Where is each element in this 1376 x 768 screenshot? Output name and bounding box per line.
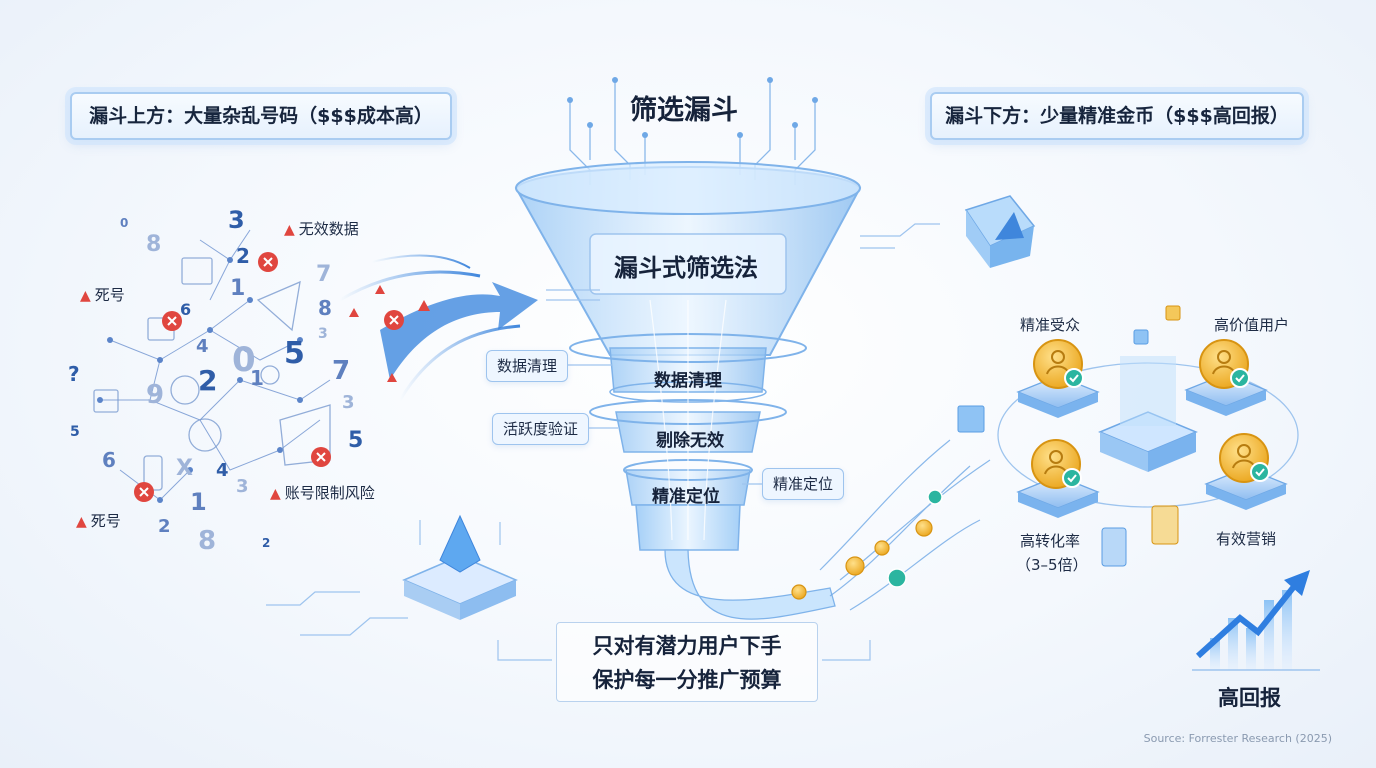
scattered-number: 6 [102,448,116,472]
warning-dead-number-1: ▲死号 [80,284,125,305]
scattered-number: 2 [262,536,271,550]
scattered-number: X [176,456,193,481]
header-bottom-of-funnel: 漏斗下方：少量精准金币（$$$高回报） [930,92,1304,140]
label-effective-marketing: 有效营销 [1216,530,1277,548]
funnel-ring-label-3: 精准定位 [652,487,720,507]
scattered-number: 2 [198,364,218,397]
scattered-number: 8 [146,232,162,257]
scattered-number: 3 [342,392,355,413]
scattered-number: 4 [196,336,209,357]
warning-dead-number-1-text: 死号 [94,286,125,304]
scattered-number: 5 [348,428,364,453]
summary-box: 只对有潜力用户下手 保护每一分推广预算 [556,622,818,702]
scattered-number: 2 [158,516,171,537]
diagram-title: 筛选漏斗 [630,95,738,126]
scattered-number: 3 [228,206,245,234]
warning-icon: ▲ [80,288,91,304]
scattered-number: 1 [230,276,246,301]
scattered-number: 2 [236,244,250,268]
side-pill-precise-targeting: 精准定位 [762,468,845,500]
summary-line-1: 只对有潜力用户下手 [592,634,782,658]
label-multiplier: （3–5倍） [1016,556,1088,574]
label-high-value-user: 高价值用户 [1214,316,1290,334]
warning-invalid-data: ▲无效数据 [284,218,359,239]
scattered-number: 7 [316,262,332,287]
warning-dead-number-2-text: 死号 [90,512,121,530]
summary-line-2: 保护每一分推广预算 [592,668,782,692]
warning-account-limit: ▲账号限制风险 [270,482,375,503]
header-top-of-funnel: 漏斗上方：大量杂乱号码（$$$成本高） [70,92,452,140]
header-top-of-funnel-text: 漏斗上方：大量杂乱号码（$$$成本高） [89,105,433,127]
scattered-number: 4 [216,460,229,481]
warning-dead-number-2: ▲死号 [76,510,121,531]
scattered-number: 5 [70,424,80,440]
scattered-number: 3 [236,476,249,497]
warning-invalid-data-text: 无效数据 [298,220,359,238]
high-return-label: 高回报 [1218,686,1281,710]
scattered-number: 6 [180,300,192,319]
scattered-number: 3 [318,326,328,342]
header-bottom-of-funnel-text: 漏斗下方：少量精准金币（$$$高回报） [945,105,1289,127]
side-pill-activity-check: 活跃度验证 [492,413,590,445]
scattered-number: 1 [250,366,264,390]
scattered-number: 7 [332,356,351,386]
scattered-number: 8 [318,296,332,320]
scattered-number: 8 [198,526,217,556]
scattered-number: 0 [120,216,129,230]
funnel-ring-label-2: 剔除无效 [656,431,724,451]
funnel-ring-label-1: 数据清理 [654,371,722,391]
funnel-main-label: 漏斗式筛选法 [614,254,758,282]
warning-icon: ▲ [76,514,87,530]
source-citation: Source: Forrester Research (2025) [1143,732,1332,745]
scattered-number: 1 [190,488,207,516]
label-precise-audience: 精准受众 [1020,316,1081,334]
warning-account-limit-text: 账号限制风险 [284,484,375,502]
warning-icon: ▲ [284,222,295,238]
scattered-number: 9 [146,380,165,410]
scattered-number: 5 [284,336,305,371]
warning-icon: ▲ [270,486,281,502]
scattered-number: ? [68,362,80,386]
label-high-conversion: 高转化率 [1020,532,1081,550]
side-pill-data-cleaning: 数据清理 [486,350,569,382]
scattered-number: 0 [232,340,256,380]
